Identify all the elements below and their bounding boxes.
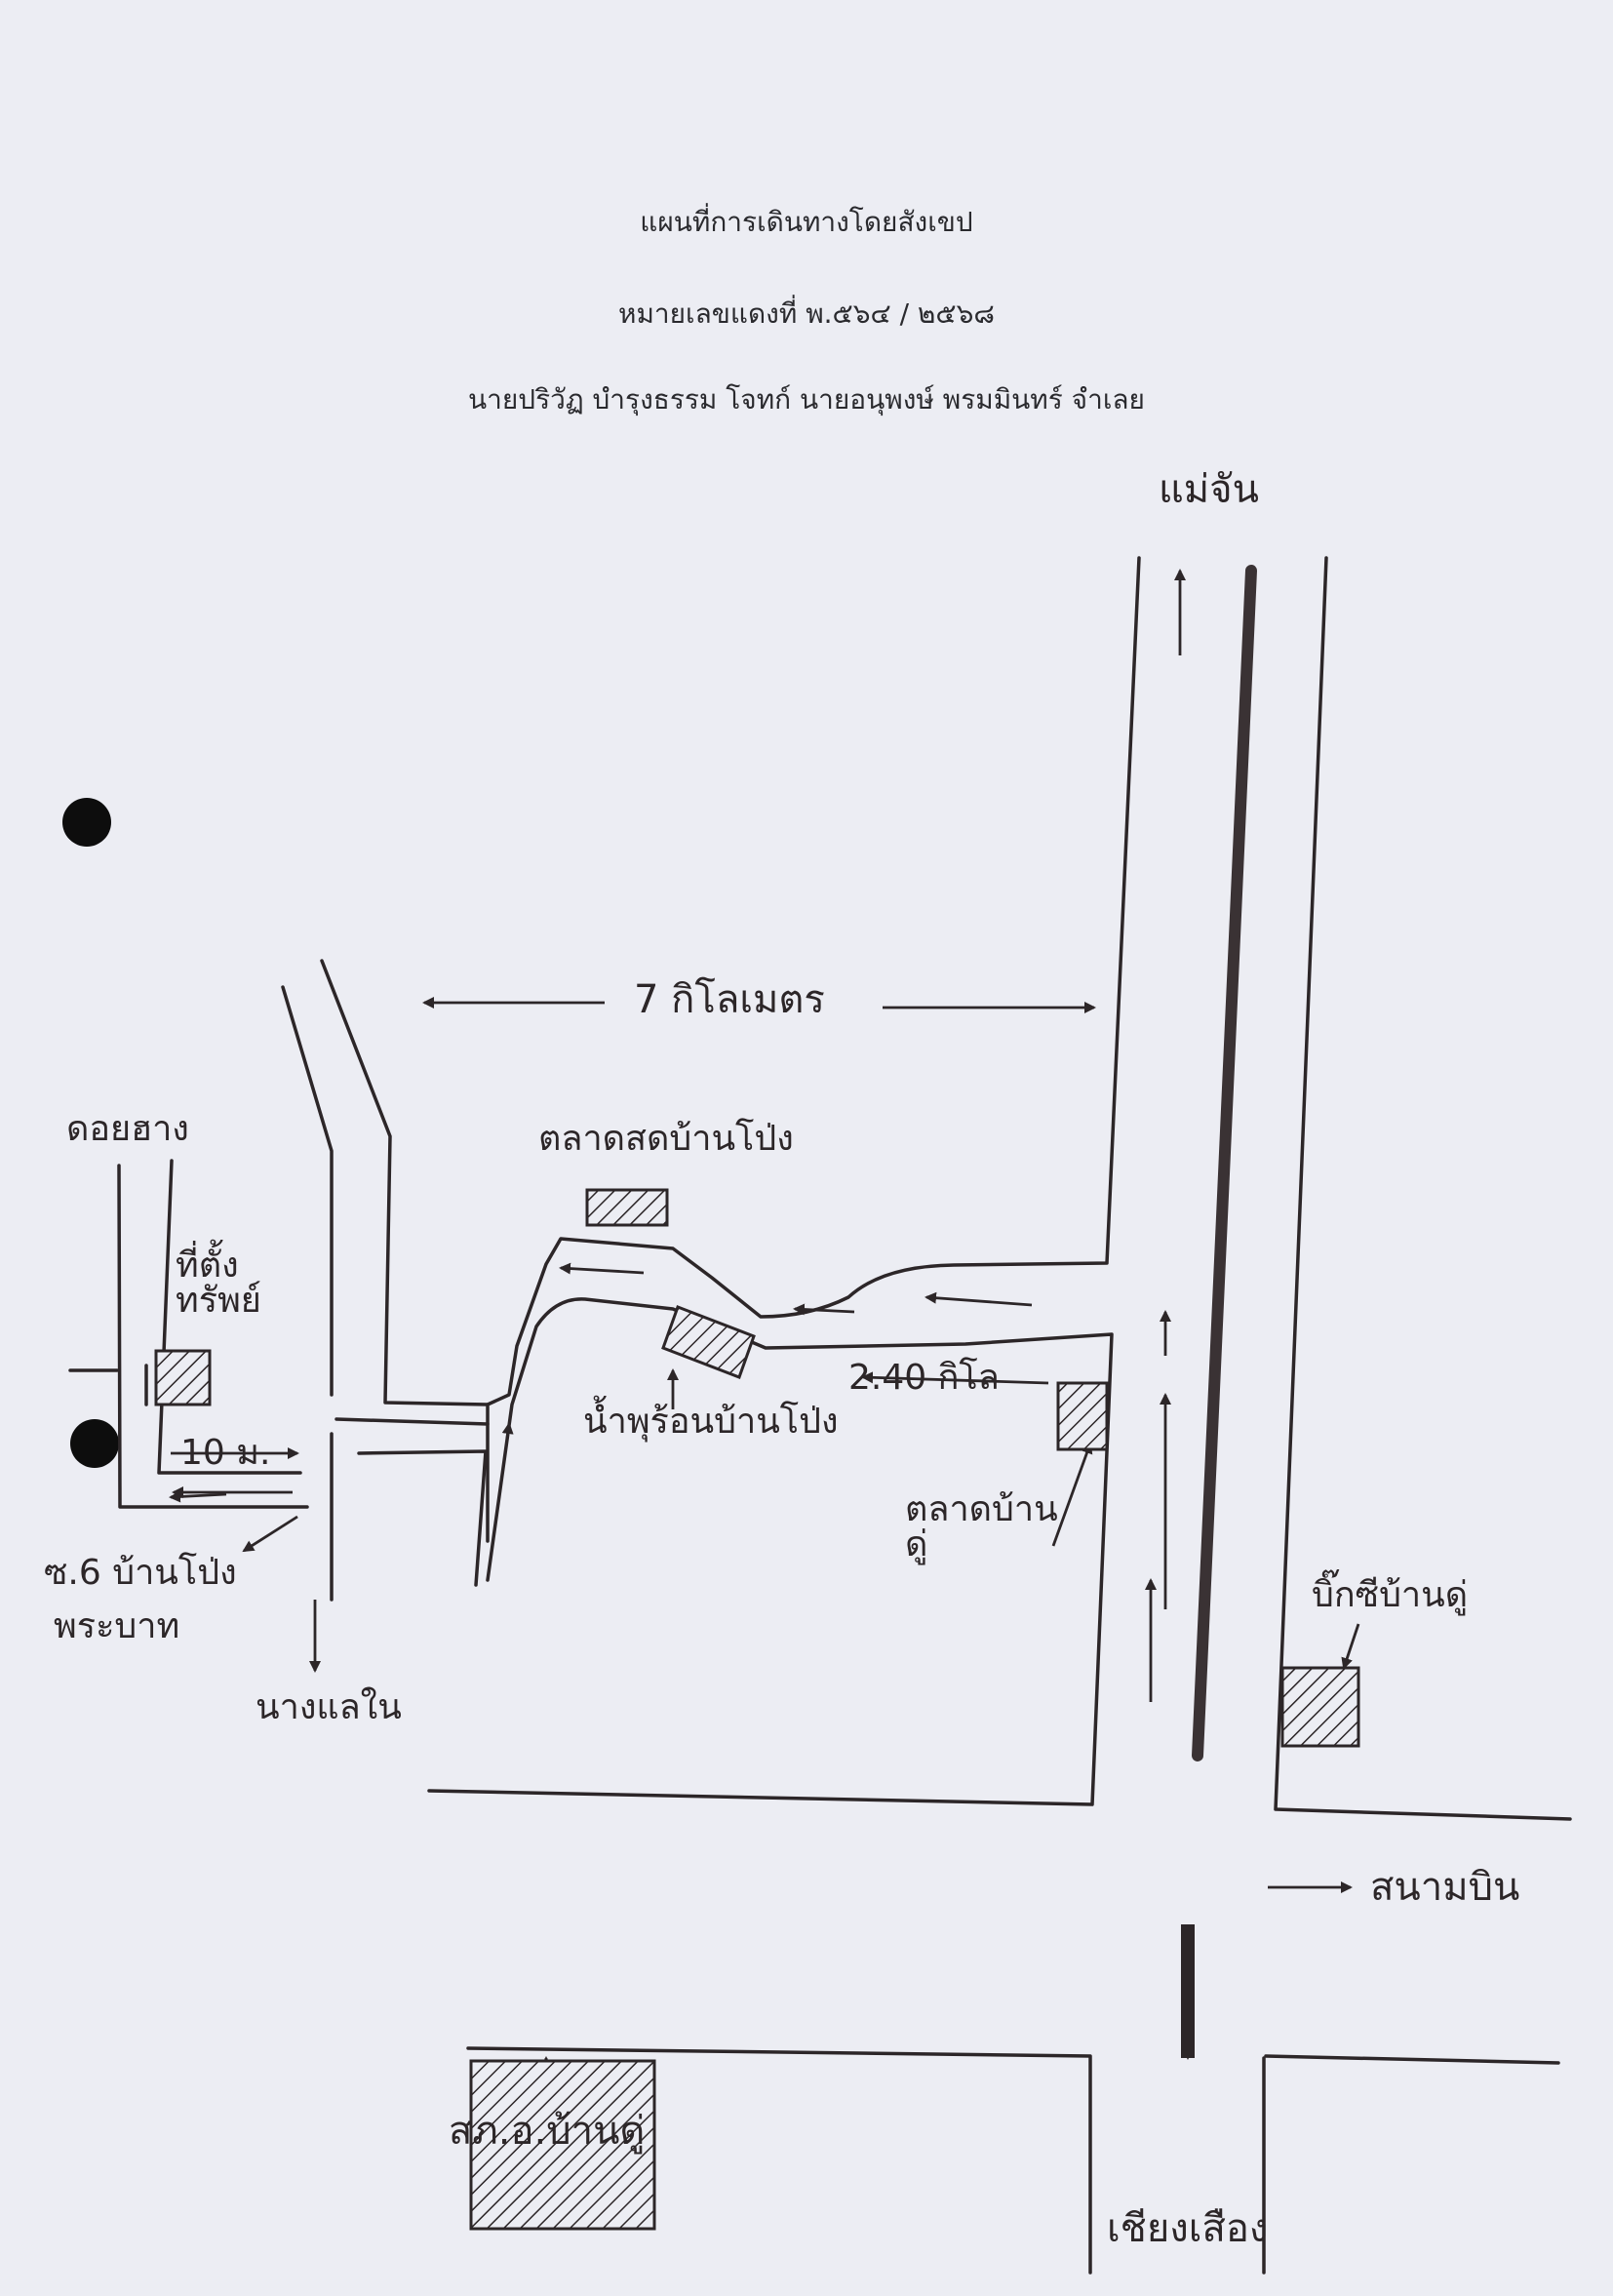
south-road-left-top bbox=[466, 2046, 1092, 2275]
arrow-icon bbox=[925, 1291, 1033, 1307]
highway-left-edge bbox=[486, 556, 1141, 1543]
case-number: หมายเลขแดงที่ พ.๕๖๔ / ๒๕๖๘ bbox=[618, 297, 995, 330]
label-dist-10m: 10 ม. bbox=[180, 1433, 271, 1473]
soi-left-edge bbox=[117, 1164, 309, 1509]
label-market-bandu: ตลาดบ้านดู่ bbox=[905, 1489, 1058, 1564]
label-soi6: ซ.6 บ้านโป่ง bbox=[44, 1553, 237, 1593]
hatched-building-icon bbox=[1280, 1666, 1360, 1748]
parties-line: นายปริวัฏ บำรุงธรรม โจทก์ นายอนุพงษ์ พรม… bbox=[468, 383, 1145, 416]
arrow-icon bbox=[1341, 1623, 1360, 1670]
branch-road-inner bbox=[427, 1297, 1114, 1806]
arrow-icon bbox=[559, 1262, 645, 1275]
hatched-building-icon bbox=[585, 1188, 669, 1227]
punch-hole-icon bbox=[70, 1419, 119, 1468]
label-bigc-bandu: บิ๊กซีบ้านดู่ bbox=[1312, 1575, 1469, 1615]
label-doi-hang: ดอยฮาง bbox=[66, 1109, 189, 1149]
label-police-bandu: สภ.อ.บ้านดู่ bbox=[449, 2109, 646, 2154]
label-distance-240m: 2.40 กิโล bbox=[848, 1358, 1000, 1398]
highway-median bbox=[1192, 565, 1257, 1762]
west-road-lower-a bbox=[334, 1417, 490, 1426]
west-road-outer bbox=[281, 985, 334, 1397]
arrow-icon bbox=[1051, 1442, 1093, 1547]
map-title: แผนที่การเดินทางโดยสังเขป bbox=[640, 206, 973, 238]
punch-hole-icon bbox=[62, 798, 111, 847]
arrow-icon bbox=[242, 1515, 298, 1553]
label-distance-7km: 7 กิโลเมตร bbox=[634, 977, 825, 1022]
highway-right-edge bbox=[1274, 556, 1572, 1821]
hatched-building-icon bbox=[661, 1305, 756, 1379]
west-road-inner bbox=[320, 959, 490, 1406]
hatched-building-icon bbox=[469, 2059, 656, 2231]
label-defendant-site-1: ที่ตั้งทรัพย์ bbox=[176, 1246, 261, 1321]
soi-right-edge bbox=[157, 1159, 302, 1475]
label-east-dest: สนามบิน bbox=[1370, 1865, 1520, 1910]
hatched-building-icon bbox=[1056, 1381, 1109, 1451]
arrow-icon bbox=[501, 1422, 514, 1440]
arrow-icon bbox=[861, 1371, 1049, 1385]
arrow-icon bbox=[169, 1490, 227, 1503]
east-road bbox=[1264, 2054, 1560, 2065]
label-north-dest: แม่จัน bbox=[1159, 467, 1259, 512]
label-nong-laeng: นางแลใน bbox=[256, 1687, 402, 1727]
label-soi6-b: พระบาท bbox=[54, 1606, 180, 1646]
hatched-building-icon bbox=[154, 1349, 212, 1406]
label-south-dest: เชียงเสือง bbox=[1107, 2206, 1269, 2251]
arrow-icon bbox=[793, 1303, 855, 1316]
label-hotspring: น้ำพุร้อนบ้านโป่ง bbox=[583, 1402, 839, 1442]
label-market-pamong: ตลาดสดบ้านโป่ง bbox=[538, 1119, 794, 1159]
west-road-lower-c bbox=[357, 1449, 488, 1587]
